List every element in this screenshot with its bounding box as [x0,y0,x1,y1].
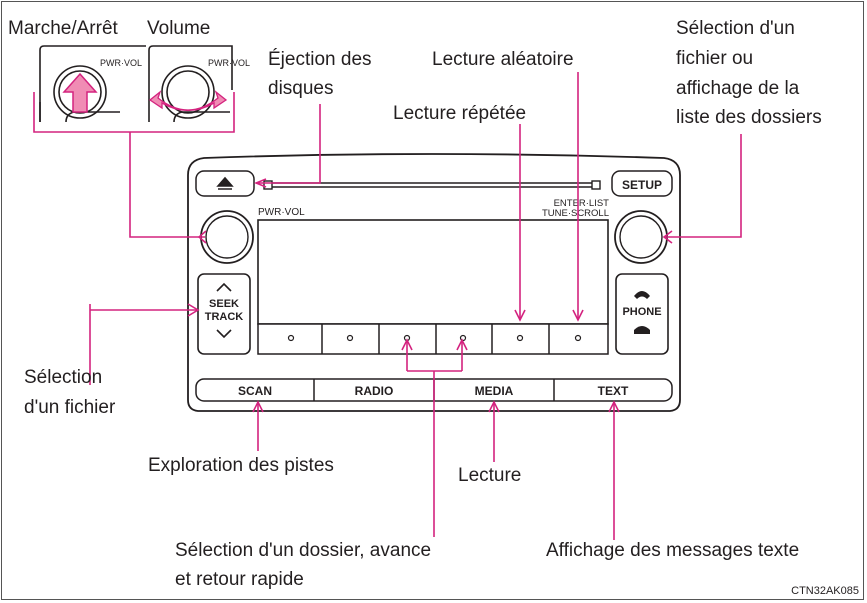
preset-button-5[interactable] [516,334,524,342]
disc-slot [263,180,601,190]
audio-unit-body [187,153,681,412]
callout-file-folder-line1: Sélection d'un [676,18,795,39]
power-volume-knob[interactable] [200,210,254,264]
phone-button[interactable] [615,273,669,355]
enter-list-label: ENTER·LIST [554,198,610,209]
callout-eject-line2: disques [268,78,334,99]
inset-pwr-vol-left-label: PWR·VOL [100,58,142,68]
preset-button-row [257,323,609,355]
callout-repeat: Lecture répétée [393,103,527,124]
inset-volume-knob [148,45,233,123]
setup-label: SETUP [622,178,662,192]
callout-volume: Volume [147,18,211,39]
seek-track-button[interactable] [197,273,251,355]
callout-random: Lecture aléatoire [432,49,574,70]
tune-scroll-knob[interactable] [614,210,668,264]
seek-down-icon [216,329,232,339]
preset-button-1[interactable] [287,334,295,342]
callout-lines [33,72,742,540]
callout-folder-line2: et retour rapide [175,569,304,590]
callout-folder-line1: Sélection d'un dossier, avance [175,540,432,561]
callout-file-select-line1: Sélection [24,367,103,388]
eject-icon [216,176,234,190]
callout-file-folder-line3: affichage de la [676,78,800,99]
track-label: TRACK [205,311,244,323]
press-arrow-icon [62,72,98,113]
preset-button-2[interactable] [346,334,354,342]
seek-label: SEEK [209,298,239,310]
rotate-arrow-icon [148,90,228,112]
callout-file-folder-line2: fichier ou [676,48,754,69]
callout-eject-line1: Éjection des [268,49,372,70]
callout-play: Lecture [458,465,522,486]
seek-up-icon [216,282,232,292]
power-volume-knob-inner [205,215,249,259]
phone-hangup-icon [634,326,650,334]
callout-arrowheads [187,178,673,413]
callout-text-messages: Affichage des messages texte [546,540,800,561]
figure-code: CTN32AK085 [791,585,859,597]
display-screen [257,219,609,325]
phone-pickup-icon [634,291,650,299]
tune-scroll-label: TUNE·SCROLL [542,208,609,219]
text-button[interactable]: TEXT [598,384,629,398]
setup-button[interactable] [611,170,673,197]
phone-label: PHONE [622,306,661,318]
scan-button[interactable]: SCAN [238,384,272,398]
callout-file-select-line2: d'un fichier [24,397,116,418]
pwr-vol-label: PWR·VOL [258,207,305,218]
callout-power: Marche/Arrêt [8,18,118,39]
inset-power-knob [39,45,146,123]
media-button[interactable]: MEDIA [475,384,514,398]
tune-scroll-knob-inner [619,215,663,259]
inset-pwr-vol-right-label: PWR·VOL [208,58,250,68]
preset-button-6[interactable] [574,334,582,342]
radio-button[interactable]: RADIO [355,384,394,398]
callout-file-folder-line4: liste des dossiers [676,107,822,128]
callout-scan-tracks: Exploration des pistes [148,455,334,476]
